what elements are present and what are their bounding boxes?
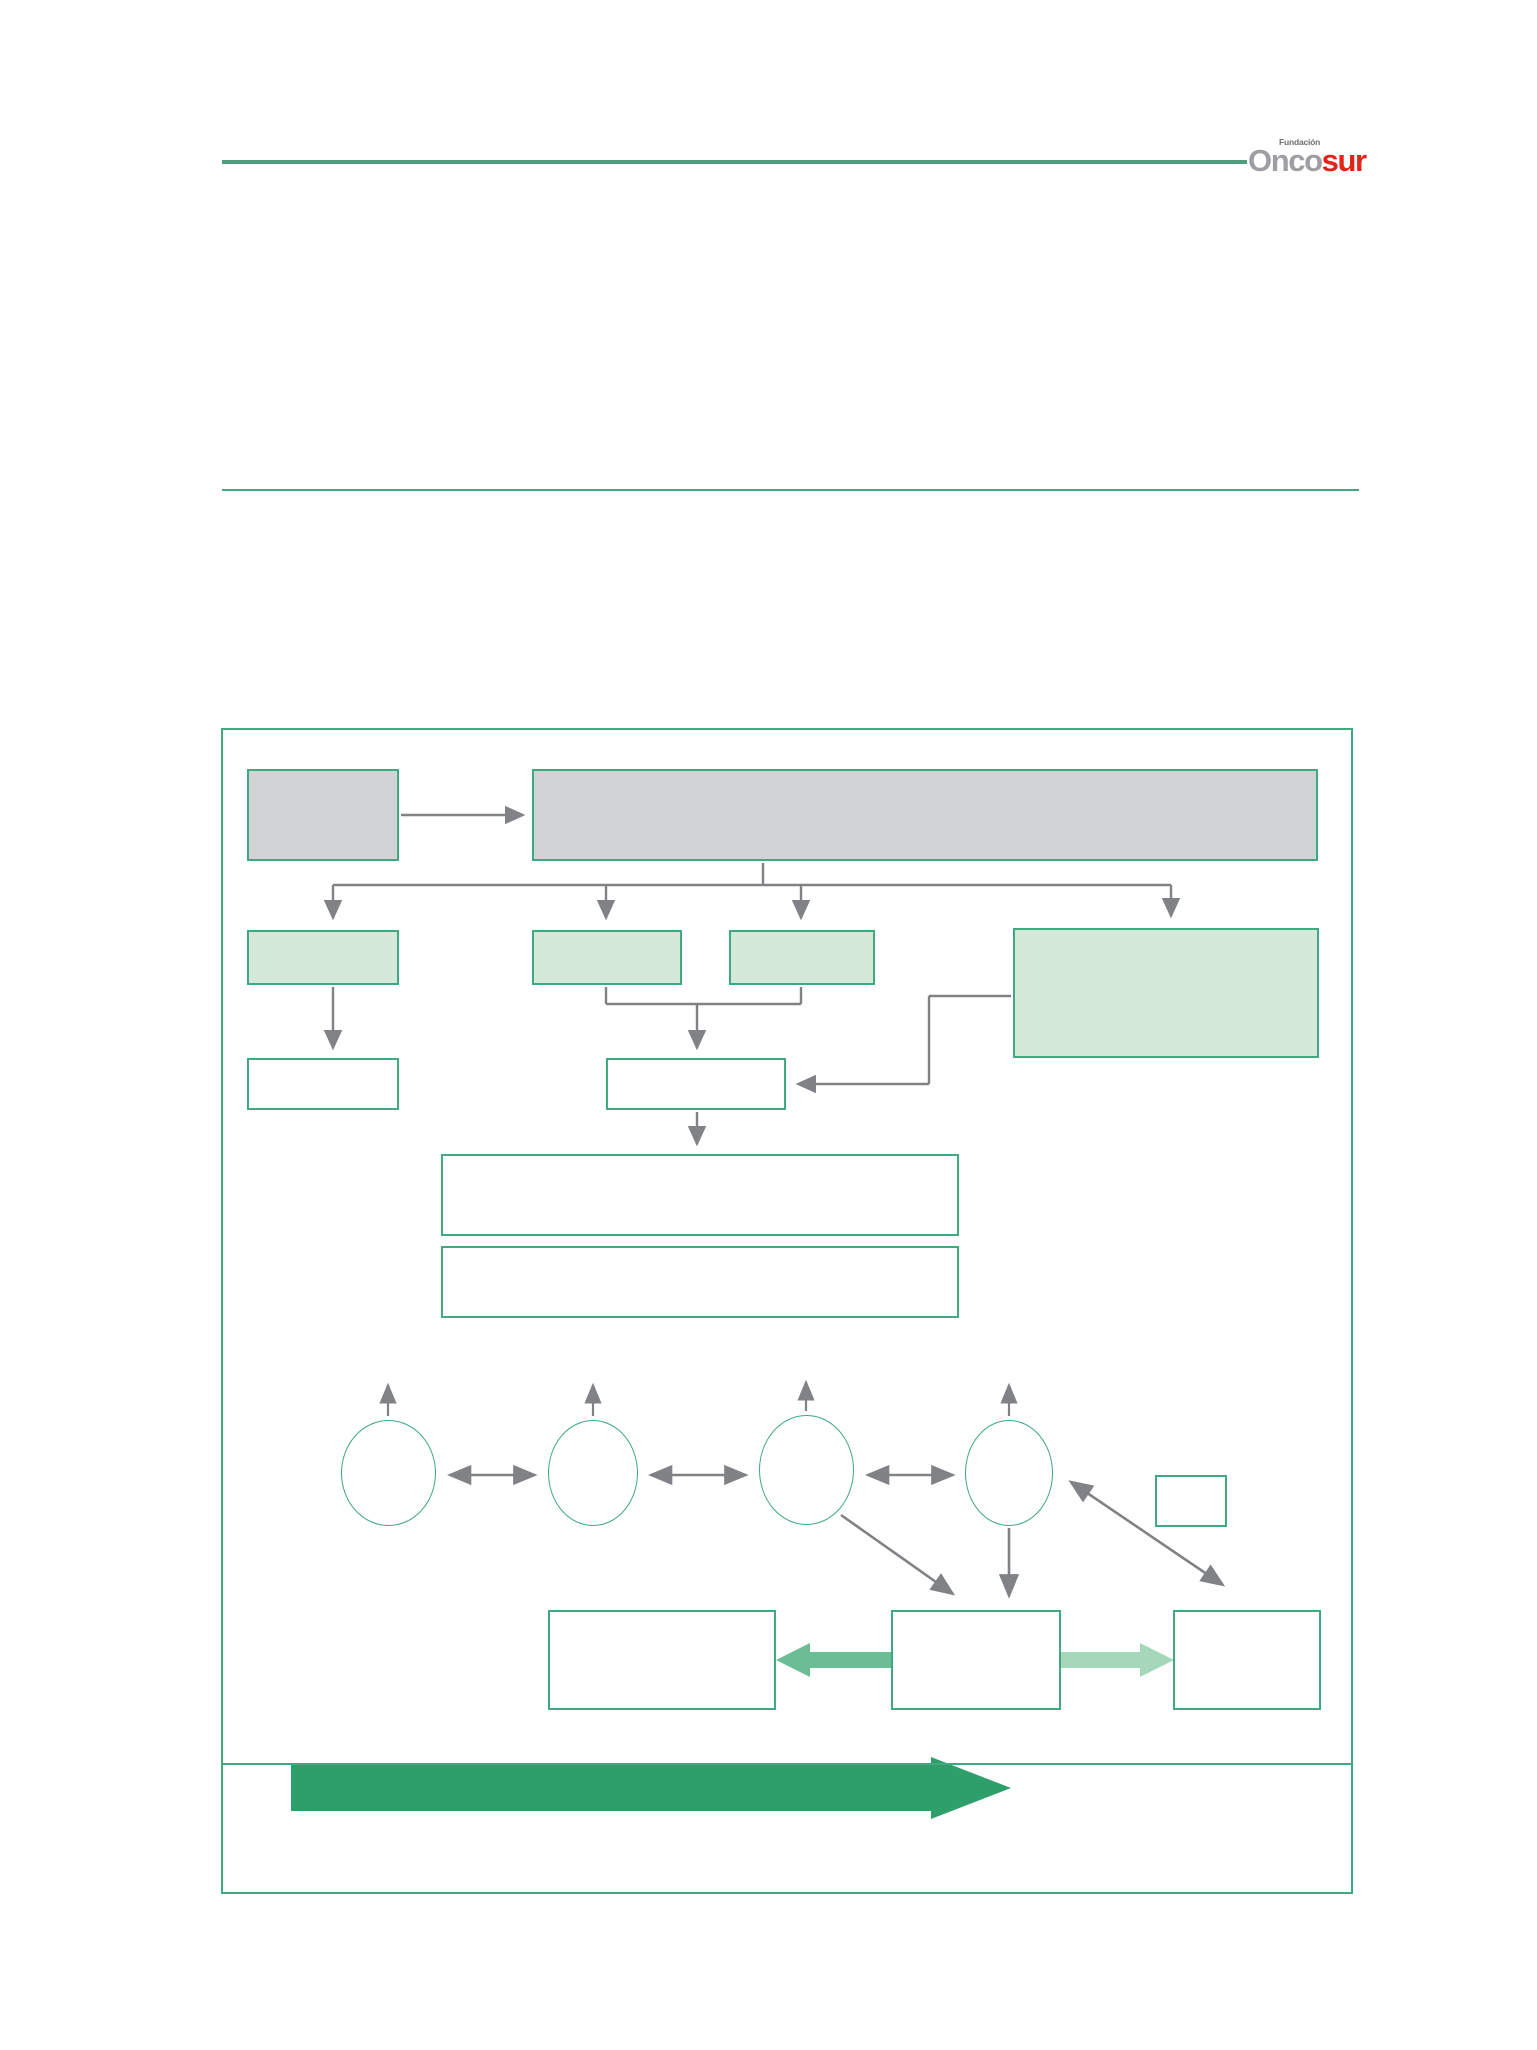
node-outcome-center[interactable] <box>606 1058 786 1110</box>
logo-kicker: Fundación <box>1279 137 1321 147</box>
figure-caption <box>239 1773 1335 1849</box>
node-header-band[interactable] <box>532 769 1318 861</box>
timeline-arrow <box>291 1757 1011 1843</box>
logo-wordmark: Oncosur <box>1248 143 1367 178</box>
node-side-small[interactable] <box>1155 1475 1227 1527</box>
oncosur-logo: Fundación Oncosur <box>1248 138 1368 180</box>
fat-arrow-right <box>1061 1643 1174 1677</box>
node-footer-left[interactable] <box>548 1610 776 1710</box>
section-rule <box>222 489 1359 491</box>
node-branch-2[interactable] <box>532 930 682 985</box>
node-outcome-left[interactable] <box>247 1058 399 1110</box>
figure-caption-divider <box>223 1763 1351 1765</box>
node-branch-4-large[interactable] <box>1013 928 1319 1058</box>
logo-word-sur: sur <box>1321 143 1367 178</box>
node-stage-lower[interactable] <box>441 1246 959 1318</box>
node-branch-3[interactable] <box>729 930 875 985</box>
header-rule <box>222 160 1247 164</box>
logo-word-onco: Onco <box>1248 143 1323 178</box>
node-phase-3[interactable] <box>759 1415 854 1525</box>
node-source-box[interactable] <box>247 769 399 861</box>
node-phase-4[interactable] <box>965 1420 1053 1526</box>
fat-arrow-left <box>776 1643 892 1677</box>
node-footer-center[interactable] <box>891 1610 1061 1710</box>
node-branch-1[interactable] <box>247 930 399 985</box>
node-phase-2[interactable] <box>548 1420 638 1526</box>
figure-frame <box>221 728 1353 1894</box>
node-phase-1[interactable] <box>341 1420 436 1526</box>
node-footer-right[interactable] <box>1173 1610 1321 1710</box>
node-stage-upper[interactable] <box>441 1154 959 1236</box>
